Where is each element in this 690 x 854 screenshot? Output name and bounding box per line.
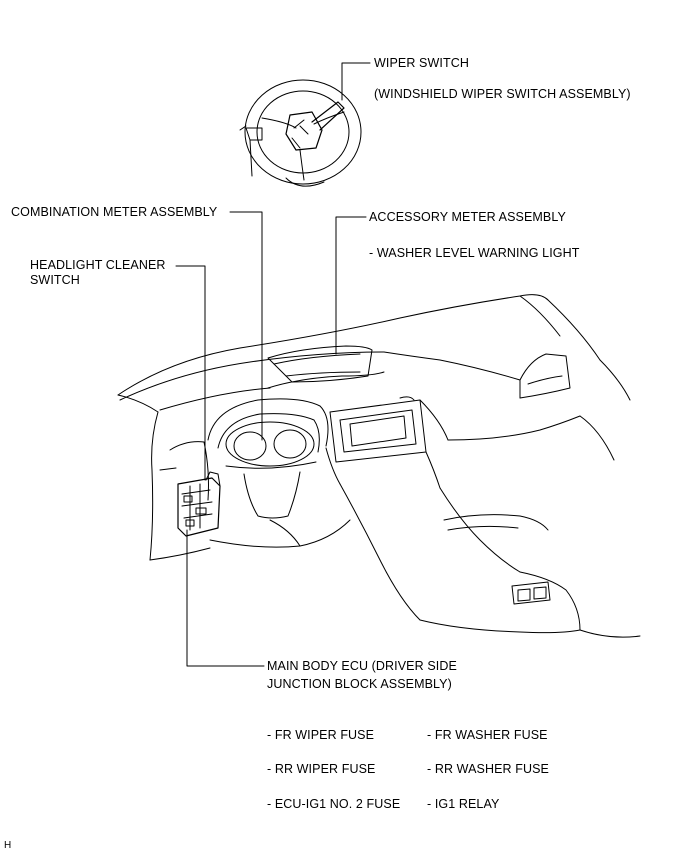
combination-meter-leader	[229, 211, 263, 441]
junction-block-illustration	[177, 471, 221, 537]
accessory-meter-label: ACCESSORY METER ASSEMBLY	[369, 210, 566, 224]
headlight-cleaner-leader	[175, 265, 206, 481]
wiper-switch-leader	[341, 62, 371, 101]
wiper-switch-sublabel: (WINDSHIELD WIPER SWITCH ASSEMBLY)	[374, 87, 631, 101]
fuse-rr-washer: - RR WASHER FUSE	[427, 762, 549, 776]
combination-meter-label: COMBINATION METER ASSEMBLY	[11, 205, 218, 219]
wiper-switch-label: WIPER SWITCH	[374, 56, 469, 70]
steering-wheel-illustration	[239, 79, 362, 187]
ig1-relay: - IG1 RELAY	[427, 797, 500, 811]
fuse-fr-washer: - FR WASHER FUSE	[427, 728, 548, 742]
fuse-rr-wiper: - RR WIPER FUSE	[267, 762, 376, 776]
main-body-ecu-leader	[186, 529, 265, 667]
headlight-cleaner-label-2: SWITCH	[30, 273, 80, 287]
leader-lines	[175, 62, 371, 667]
headlight-cleaner-label: HEADLIGHT CLEANER	[30, 258, 166, 272]
fuse-ecu-ig1-no2: - ECU-IG1 NO. 2 FUSE	[267, 797, 401, 811]
main-body-ecu-label: MAIN BODY ECU (DRIVER SIDE	[267, 659, 457, 673]
corner-mark: H	[4, 840, 12, 851]
washer-level-light-label: - WASHER LEVEL WARNING LIGHT	[369, 246, 580, 260]
dashboard-illustration	[117, 294, 641, 638]
accessory-meter-leader	[335, 216, 367, 355]
fuse-fr-wiper: - FR WIPER FUSE	[267, 728, 375, 742]
main-body-ecu-label-2: JUNCTION BLOCK ASSEMBLY)	[267, 677, 452, 691]
